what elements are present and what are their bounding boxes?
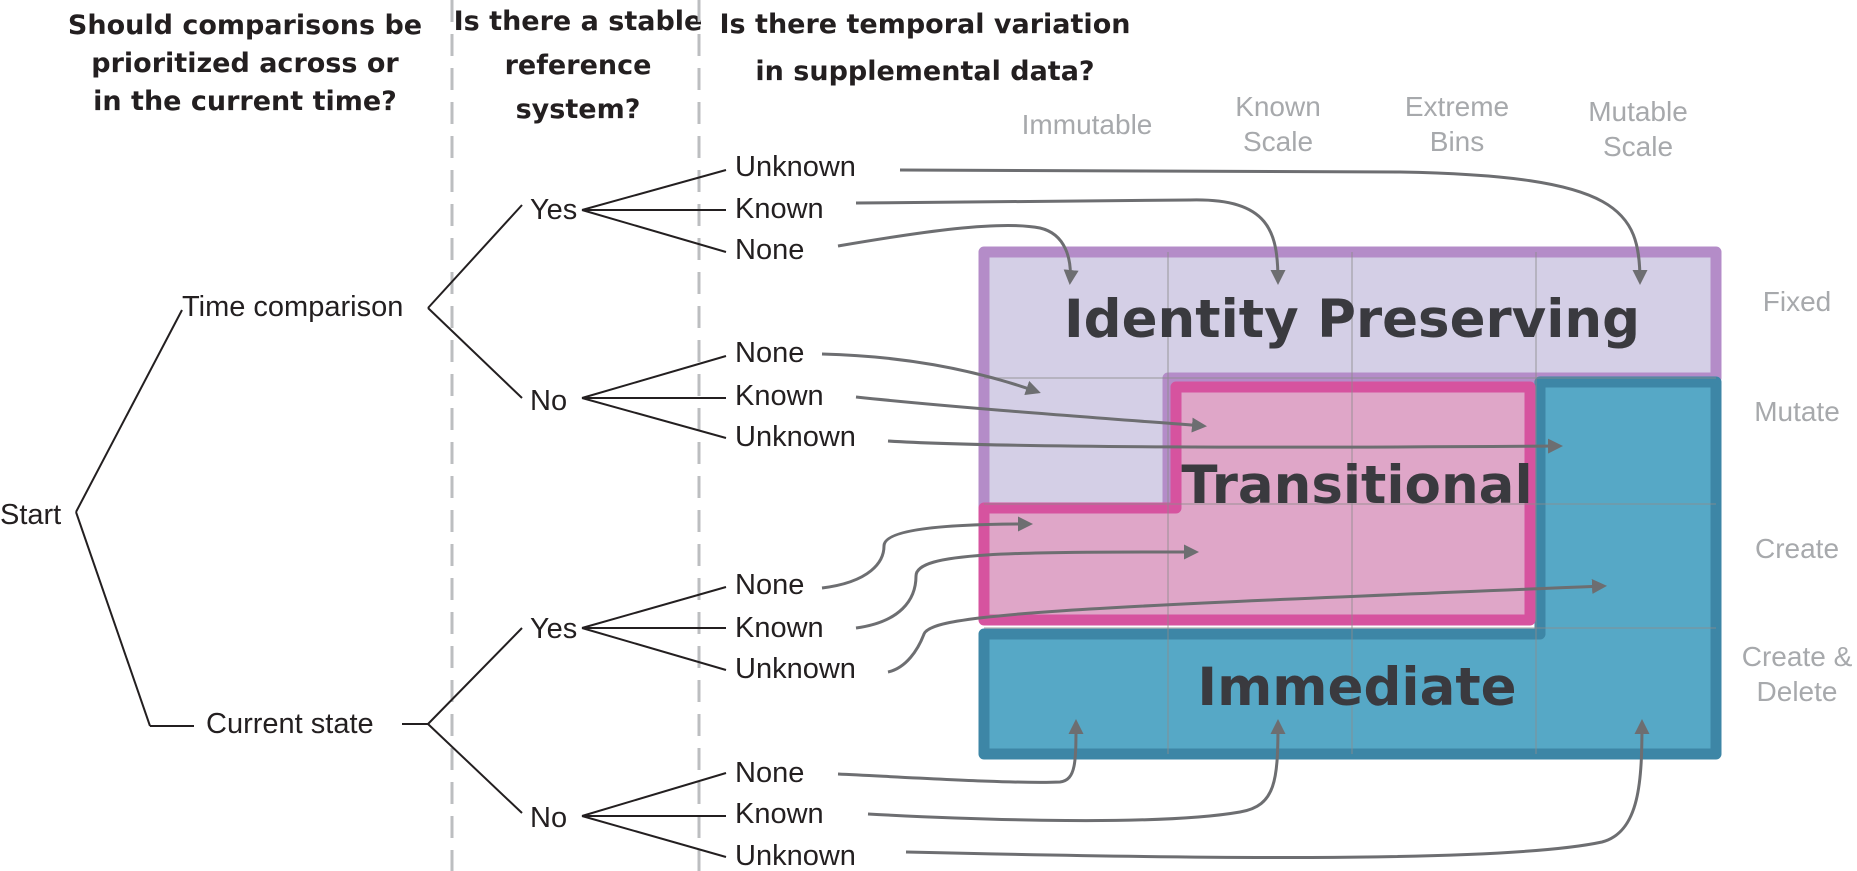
column-immutable: Immutable: [1022, 109, 1153, 140]
region-label-immediate: Immediate: [1197, 657, 1516, 718]
question-header-1: Should comparisons be prioritized across…: [68, 10, 422, 117]
arrow-no-time-none: [821, 352, 1041, 396]
region-label-identity-preserving: Identity Preserving: [1064, 289, 1640, 350]
node-no-time: No: [530, 385, 567, 417]
node-yes-time: Yes: [530, 194, 577, 226]
leaf-yes-current-unknown: Unknown: [735, 653, 856, 685]
node-no-current: No: [530, 802, 567, 834]
region-label-transitional: Transitional: [1181, 455, 1532, 516]
leaf-yes-time-unknown: Unknown: [735, 151, 856, 183]
leaf-no-time-unknown: Unknown: [735, 421, 856, 453]
arrow-no-current-none: [837, 719, 1084, 784]
node-time-comparison: Time comparison: [182, 291, 403, 323]
row-create: Create: [1755, 533, 1839, 564]
row-create-delete-line-2: Delete: [1757, 676, 1838, 707]
arrow-yes-current-known: [855, 544, 1199, 630]
tree-branches: [75, 169, 727, 858]
arrow-no-time-unknown: [887, 438, 1563, 454]
question-1-line-2: prioritized across or: [91, 48, 399, 79]
arrow-no-time-known: [855, 395, 1207, 433]
leaf-no-current-known: Known: [735, 798, 824, 830]
matrix-grid: [984, 252, 1716, 754]
column-extreme-bins-line-1: Extreme: [1405, 91, 1509, 122]
leaf-yes-time-known: Known: [735, 193, 824, 225]
question-1-line-3: in the current time?: [93, 86, 397, 117]
mapping-arrows: [821, 168, 1650, 860]
column-mutable-scale-line-1: Mutable: [1588, 96, 1688, 127]
arrow-no-current-unknown: [905, 719, 1650, 860]
question-3-line-2: in supplemental data?: [755, 56, 1094, 87]
leaf-yes-time-none: None: [735, 234, 804, 266]
leaf-no-time-none: None: [735, 337, 804, 369]
leaf-no-current-unknown: Unknown: [735, 840, 856, 871]
row-create-delete-line-1: Create &: [1742, 641, 1853, 672]
column-extreme-bins-line-2: Bins: [1430, 126, 1484, 157]
leaf-yes-current-none: None: [735, 569, 804, 601]
question-1-line-1: Should comparisons be: [68, 10, 422, 41]
column-mutable-scale-line-2: Scale: [1603, 131, 1673, 162]
node-start: Start: [0, 499, 61, 531]
region-immediate: [978, 376, 1722, 760]
question-header-2: Is there a stable reference system?: [454, 6, 703, 125]
question-2-line-1: Is there a stable: [454, 6, 703, 37]
column-known-scale-line-1: Known: [1235, 91, 1321, 122]
leaf-yes-current-known: Known: [735, 612, 824, 644]
arrow-yes-time-unknown: [899, 168, 1648, 285]
row-fixed: Fixed: [1763, 286, 1831, 317]
leaf-no-current-none: None: [735, 757, 804, 789]
arrow-no-current-known: [867, 719, 1286, 823]
question-2-line-2: reference: [505, 50, 652, 81]
node-yes-current: Yes: [530, 613, 577, 645]
column-known-scale-line-2: Scale: [1243, 126, 1313, 157]
arrow-yes-time-known: [855, 198, 1286, 285]
question-3-line-1: Is there temporal variation: [720, 9, 1131, 40]
leaf-no-time-known: Known: [735, 380, 824, 412]
arrow-yes-time-none: [837, 223, 1079, 285]
arrow-yes-current-none: [821, 516, 1033, 590]
question-2-line-3: system?: [516, 94, 641, 125]
question-header-3: Is there temporal variation in supplemen…: [720, 9, 1131, 87]
row-mutate: Mutate: [1754, 396, 1840, 427]
node-current-state: Current state: [206, 708, 374, 740]
arrow-yes-current-unknown: [887, 578, 1607, 674]
